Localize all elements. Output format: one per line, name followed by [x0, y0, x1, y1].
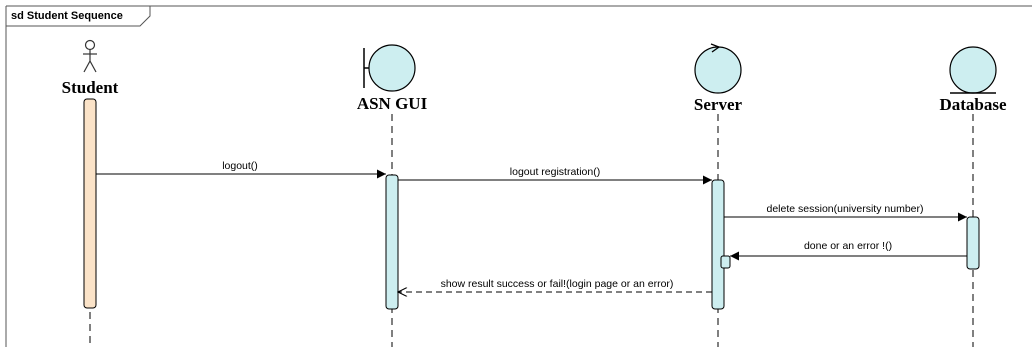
- entity-icon: [949, 46, 997, 94]
- activation-bar: [83, 98, 97, 309]
- message-logout-registration: logout registration(): [398, 166, 712, 185]
- message-label: delete session(university number): [767, 203, 924, 215]
- participant-asn-gui: ASN GUI: [357, 44, 428, 347]
- stick-figure-icon: [83, 39, 97, 73]
- participant-database: Database: [939, 46, 1007, 347]
- message-label: show result success or fail!(login page …: [441, 278, 674, 290]
- participant-label: Student: [62, 78, 119, 97]
- message-done-or-error: done or an error !(): [730, 240, 967, 261]
- participant-label: Database: [939, 95, 1007, 114]
- participant-server: Server: [694, 43, 743, 347]
- participant-label: Server: [694, 95, 743, 114]
- message-logout: logout(): [96, 160, 386, 179]
- frame-title: sd Student Sequence: [11, 10, 123, 22]
- message-label: logout registration(): [510, 166, 600, 178]
- participant-label: ASN GUI: [357, 94, 428, 113]
- control-icon: [694, 43, 742, 94]
- activation-bar: [711, 179, 725, 310]
- message-label: logout(): [222, 160, 258, 172]
- message-show-result: show result success or fail!(login page …: [398, 278, 712, 292]
- boundary-icon: [363, 44, 416, 92]
- message-delete-session: delete session(university number): [724, 203, 967, 222]
- activation-bar: [385, 174, 399, 310]
- frame-tab: [6, 6, 151, 27]
- self-activation-bar: [720, 255, 731, 269]
- activation-bar: [966, 216, 980, 270]
- diagram-frame: sd Student Sequence: [5, 5, 1032, 347]
- participant-student: Student: [62, 39, 119, 347]
- message-label: done or an error !(): [804, 240, 892, 252]
